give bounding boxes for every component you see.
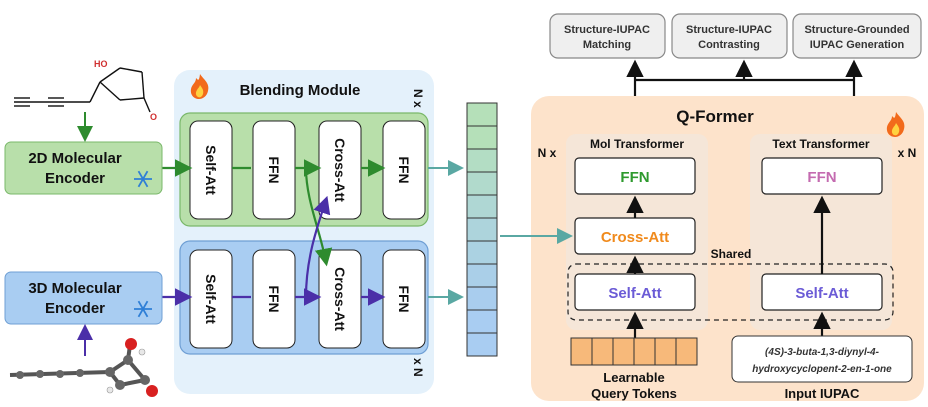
green-ffn-block: FFN [252,120,296,220]
green-cross-att-label: Cross-Att [332,138,348,202]
encoder-2d: 2D Molecular Encoder [4,141,163,195]
query-tokens-label-line2: Query Tokens [591,386,677,401]
iupac-input-label: Input IUPAC [785,386,860,401]
blue-ffn-label: FFN [266,285,282,312]
query-tokens-label-line1: Learnable [603,370,664,385]
green-ffn-label: FFN [266,156,282,183]
shared-label: Shared [711,247,752,261]
mol-ffn-block: FFN [574,157,696,195]
iupac-input-box [731,335,913,383]
blending-module-title: Blending Module [240,82,361,99]
query-tokens [570,337,698,366]
blue-ffn-block: FFN [252,249,296,349]
encoder-2d-line1: 2D Molecular [28,150,122,167]
blending-top-repeat: N x [411,89,425,108]
output-task-generation: Structure-Grounded IUPAC Generation [792,13,922,59]
text-self-att-block: Self-Att [761,273,883,311]
fire-icon [886,112,905,137]
molecule-3d-structure [9,338,158,397]
iupac-value-line2: hydroxycyclopent-2-en-1-one [752,364,892,375]
blue-self-att-block: Self-Att [189,249,233,349]
iupac-value-line1: (4S)-3-buta-1,3-diynyl-4- [765,347,880,358]
output-arrows [626,59,863,96]
task-generation-line2: IUPAC Generation [810,39,905,51]
mol-self-att-block: Self-Att [574,273,696,311]
blue-ffn2-block: FFN [382,249,426,349]
task-contrasting-line1: Structure-IUPAC [686,24,772,36]
output-task-matching: Structure-IUPAC Matching [549,13,666,59]
task-matching-line2: Matching [583,39,631,51]
green-ffn2-label: FFN [396,156,412,183]
blue-ffn2-label: FFN [396,285,412,312]
text-transformer-repeat: x N [898,146,917,160]
snowflake-icon [134,170,152,188]
text-ffn-block: FFN [761,157,883,195]
encoder-3d: 3D Molecular Encoder [4,271,163,325]
shared-region [567,263,894,321]
mol-cross-att-label: Cross-Att [601,229,669,246]
molecule-2d-structure [14,67,151,113]
text-ffn-label: FFN [807,169,836,186]
fire-icon [190,74,209,99]
green-self-att-block: Self-Att [189,120,233,220]
purple-arrows [162,195,386,306]
green-self-att-label: Self-Att [203,145,219,195]
blue-cross-att-label: Cross-Att [332,267,348,331]
text-transformer-title: Text Transformer [772,137,869,151]
qformer-title: Q-Former [676,107,754,126]
task-matching-line1: Structure-IUPAC [564,24,650,36]
blending-bottom-repeat: x N [411,358,425,377]
blended-feature-column [466,102,498,357]
mol-self-att-label: Self-Att [608,285,661,302]
mol-ffn-label: FFN [620,169,649,186]
encoder-3d-line1: 3D Molecular [28,280,122,297]
green-ffn2-block: FFN [382,120,426,220]
encoder-3d-line2: Encoder [45,300,105,317]
text-self-att-label: Self-Att [795,285,848,302]
mol-transformer-repeat: N x [538,146,557,160]
task-generation-line1: Structure-Grounded [804,24,909,36]
task-contrasting-line2: Contrasting [698,39,760,51]
qformer-arrows [626,195,831,338]
snowflake-icon [134,300,152,318]
output-task-contrasting: Structure-IUPAC Contrasting [671,13,788,59]
molecule-ho-label: HO [94,59,108,69]
mol-cross-att-block: Cross-Att [574,217,696,255]
mol-transformer-title: Mol Transformer [590,137,684,151]
blue-self-att-label: Self-Att [203,274,219,324]
teal-arrows [428,160,573,305]
blue-cross-att-block: Cross-Att [318,249,362,349]
encoder-2d-line2: Encoder [45,170,105,187]
molecule-o-label: O [150,112,157,122]
